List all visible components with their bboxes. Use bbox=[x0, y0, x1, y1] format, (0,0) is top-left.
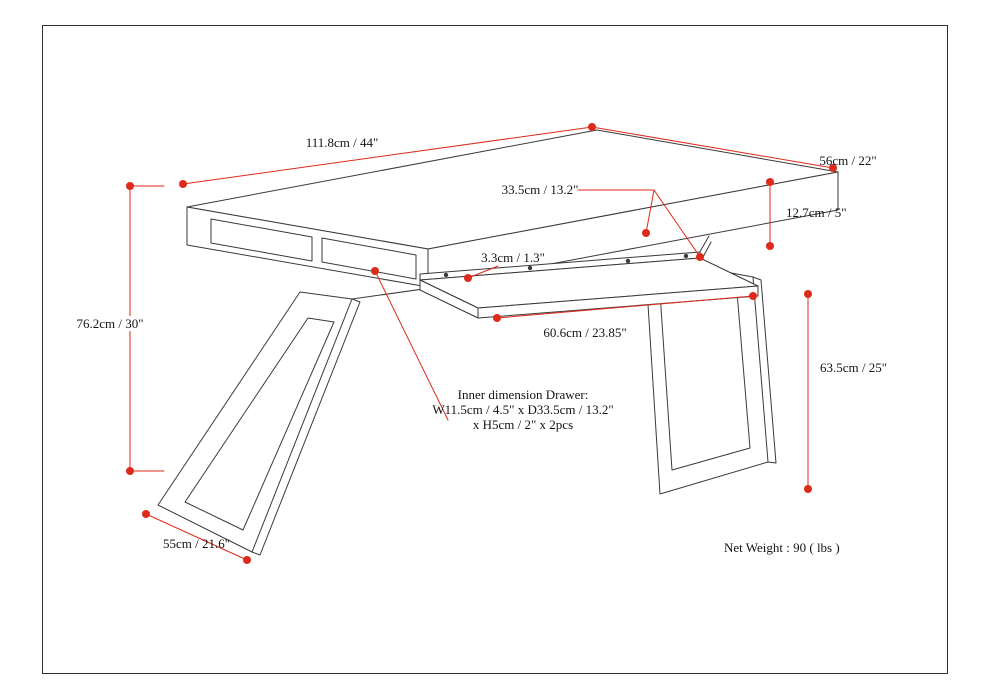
slide-screw-2 bbox=[527, 265, 533, 271]
dim-tray-thickness-leader bbox=[464, 265, 499, 282]
dim-underside-clearance bbox=[804, 290, 812, 493]
dim-dot bbox=[766, 242, 774, 250]
dim-dot bbox=[493, 314, 501, 322]
dim-dot bbox=[766, 178, 774, 186]
slide-screw-1 bbox=[443, 272, 449, 278]
dim-dot bbox=[179, 180, 187, 188]
drawer-note-line2: W11.5cm / 4.5" x D33.5cm / 13.2" bbox=[432, 402, 613, 417]
left-leg-side-edge bbox=[251, 298, 361, 556]
slide-screw-3 bbox=[625, 258, 631, 264]
dim-dot bbox=[243, 556, 251, 564]
net-weight-label: Net Weight : 90 ( lbs ) bbox=[724, 540, 840, 555]
tray-depth-label: 33.5cm / 13.2" bbox=[502, 182, 579, 197]
dim-tray-depth-leaders bbox=[577, 189, 704, 261]
right-leg-cutout bbox=[658, 277, 751, 471]
dim-dot bbox=[126, 182, 134, 190]
dim-apron-thickness bbox=[766, 178, 774, 250]
overall-depth-label: 56cm / 22" bbox=[819, 153, 876, 168]
drawer-front-right bbox=[321, 237, 417, 280]
slide-screw-4 bbox=[683, 253, 689, 259]
dim-dot bbox=[464, 274, 472, 282]
dim-dot bbox=[142, 510, 150, 518]
dimension-lines bbox=[126, 123, 837, 564]
dim-dot bbox=[696, 253, 704, 261]
drawer-front-left bbox=[210, 218, 313, 262]
dim-dot bbox=[829, 164, 837, 172]
dim-tray-width bbox=[493, 292, 757, 322]
tray-width-label: 60.6cm / 23.85" bbox=[543, 325, 626, 340]
dim-dot bbox=[749, 292, 757, 300]
dim-dot bbox=[126, 467, 134, 475]
underside-clearance-label: 63.5cm / 25" bbox=[820, 360, 887, 375]
overall-width-label: 111.8cm / 44" bbox=[306, 135, 379, 150]
dim-leg-base-depth bbox=[142, 510, 251, 564]
drawer-note-line1: Inner dimension Drawer: bbox=[458, 387, 589, 402]
dim-dot bbox=[642, 229, 650, 237]
page-border bbox=[42, 25, 948, 674]
dim-dot bbox=[804, 290, 812, 298]
overall-height-label: 76.2cm / 30" bbox=[76, 316, 143, 331]
tray-left-face bbox=[419, 279, 479, 319]
leg-base-depth-label: 55cm / 21.6" bbox=[163, 536, 230, 551]
dim-dot bbox=[804, 485, 812, 493]
left-leg-cutout bbox=[184, 317, 335, 531]
dim-dot bbox=[371, 267, 379, 275]
drawer-note-leader bbox=[371, 267, 449, 421]
desk-illustration bbox=[157, 129, 839, 556]
tray-thickness-label: 3.3cm / 1.3" bbox=[481, 250, 545, 265]
height-label-mask bbox=[68, 316, 152, 331]
right-leg-side-edge bbox=[752, 276, 777, 464]
drawer-note: Inner dimension Drawer: W11.5cm / 4.5" x… bbox=[432, 387, 613, 432]
dimension-labels: 111.8cm / 44" 56cm / 22" 33.5cm / 13.2" … bbox=[68, 135, 887, 551]
dim-overall-depth bbox=[591, 126, 837, 172]
apron-thickness-label: 12.7cm / 5" bbox=[786, 205, 847, 220]
drawer-note-line3: x H5cm / 2" x 2pcs bbox=[473, 417, 573, 432]
